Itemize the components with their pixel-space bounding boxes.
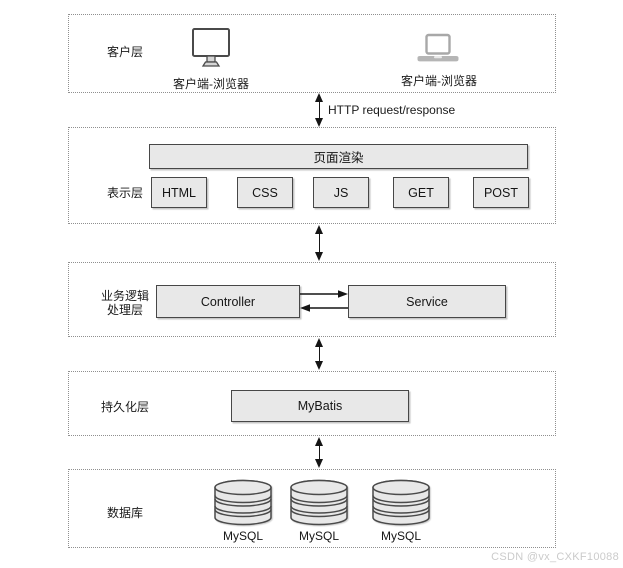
business-label-line2: 处理层: [106, 303, 143, 317]
double-headed-arrow-icon: [313, 225, 326, 261]
presentation-layer-box: 表示层 页面渲染 HTML CSS JS GET POST: [68, 127, 556, 224]
arrow-head-down: [315, 252, 323, 261]
arrow-shaft: [318, 444, 321, 461]
business-logic-layer-label: 业务逻辑 处理层: [69, 289, 181, 317]
arrow-head-up: [315, 338, 323, 347]
client-layer-label: 客户层: [106, 45, 143, 59]
arrow-head-down: [315, 361, 323, 370]
mysql-label: MySQL: [380, 529, 421, 543]
presentation-component-box: POST: [473, 177, 529, 208]
arrow-shaft: [318, 345, 321, 363]
arrow-shaft: [318, 232, 321, 254]
client-layer-box: 客户层 客户端-浏览器 客户端-浏览器: [68, 14, 556, 93]
presentation-component-box: HTML: [151, 177, 207, 208]
client-browser-caption: 客户端-浏览器: [173, 77, 249, 91]
arrow-head-up: [315, 93, 323, 102]
persistence-layer-box: 持久化层 MyBatis: [68, 371, 556, 436]
business-logic-layer-box: 业务逻辑 处理层 Controller Service: [68, 262, 556, 337]
arrow-shaft: [318, 100, 321, 120]
business-label-line1: 业务逻辑: [100, 289, 149, 303]
mysql-label: MySQL: [222, 529, 263, 543]
arrow-head-up: [315, 437, 323, 446]
client-browser-caption: 客户端-浏览器: [401, 74, 477, 88]
double-headed-arrow-icon: [313, 93, 326, 127]
http-request-response-label: HTTP request/response: [328, 103, 456, 117]
presentation-component-box: JS: [313, 177, 369, 208]
presentation-component-box: CSS: [237, 177, 293, 208]
database-layer-label: 数据库: [106, 506, 143, 520]
laptop-icon: [417, 33, 459, 69]
arrow-head-down: [315, 118, 323, 127]
controller-service-arrows-icon: [300, 290, 348, 312]
presentation-layer-label: 表示层: [106, 186, 143, 200]
controller-box: Controller: [156, 285, 300, 318]
csdn-watermark: CSDN @vx_CXKF10088: [491, 551, 619, 563]
arrow-head-down: [315, 459, 323, 468]
arrow-head-up: [315, 225, 323, 234]
database-cylinder-icon: [213, 479, 273, 531]
database-layer-box: 数据库: [68, 469, 556, 548]
mybatis-box: MyBatis: [231, 390, 409, 422]
mysql-label: MySQL: [298, 529, 339, 543]
database-cylinder-icon: [289, 479, 349, 531]
desktop-monitor-icon: [191, 28, 231, 73]
service-box: Service: [348, 285, 506, 318]
persistence-layer-label: 持久化层: [100, 400, 149, 414]
page-render-box: 页面渲染: [149, 144, 528, 169]
double-headed-arrow-icon: [313, 338, 326, 370]
database-cylinder-icon: [371, 479, 431, 531]
presentation-component-box: GET: [393, 177, 449, 208]
double-headed-arrow-icon: [313, 437, 326, 468]
